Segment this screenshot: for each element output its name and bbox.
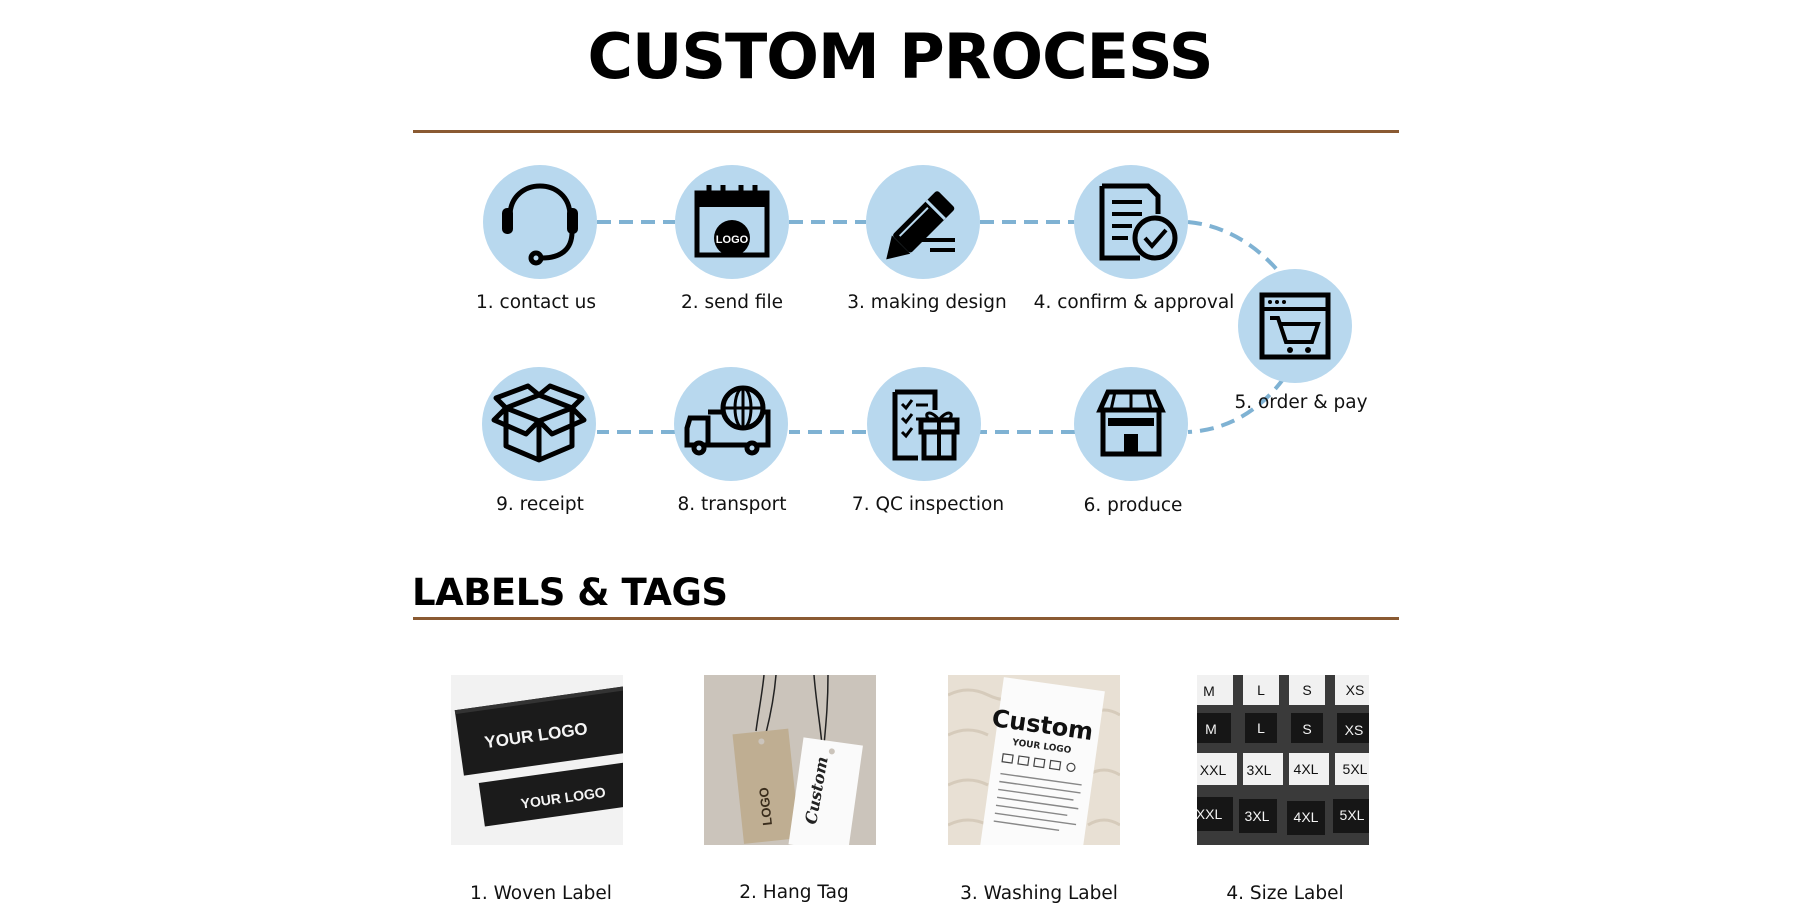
size-text-13: XXL [1197,806,1222,822]
step-label-5: 5. order & pay [1234,392,1368,413]
size-text-9: XXL [1200,762,1227,778]
connector-4-5 [1187,220,1286,280]
tag-label-hang: 2. Hang Tag [739,882,849,903]
step-label-4: 4. confirm & approval [1033,292,1235,313]
size-text-2: L [1257,682,1265,698]
size-text-7: S [1302,721,1311,737]
open-box-icon [491,383,587,463]
globe-truck-icon [684,385,771,456]
step-label-9: 9. receipt [496,494,584,515]
size-label-tiles [1197,675,1369,835]
headset-icon [502,183,578,266]
size-text-16: 5XL [1340,807,1365,823]
size-text-15: 4XL [1294,809,1319,825]
size-text-12: 5XL [1343,761,1368,777]
step-label-6: 6. produce [1083,495,1183,516]
section-divider [413,617,1399,620]
size-text-3: S [1302,682,1311,698]
logo-badge-text: LOGO [716,234,749,246]
process-diagram: LOGO [482,165,1352,481]
hang-tag-image: Custom LOGO [704,675,876,845]
size-text-11: 4XL [1294,761,1319,777]
page-title: CUSTOM PROCESS [587,20,1213,93]
step-label-1: 1. contact us [475,292,597,313]
factory-storefront-icon [1096,389,1166,457]
tag-label-size: 4. Size Label [1226,883,1344,904]
checklist-gift-icon [892,389,960,461]
calendar-logo-icon [694,185,770,258]
shopping-cart-window-icon [1259,292,1331,360]
size-text-14: 3XL [1245,808,1270,824]
step-label-3: 3. making design [847,292,1007,313]
hang-tag-text-logo: LOGO [756,787,775,827]
size-text-1: M [1203,683,1215,699]
woven-label-image: YOUR LOGO YOUR LOGO [451,675,623,845]
size-text-10: 3XL [1247,762,1272,778]
connector-5-6 [1187,376,1286,434]
step-label-7: 7. QC inspection [851,494,1005,515]
tag-label-washing: 3. Washing Label [960,883,1118,904]
title-divider [413,130,1399,133]
size-text-8: XS [1345,722,1364,738]
size-text-6: L [1257,720,1265,736]
size-text-5: M [1205,721,1217,737]
size-label-image: M L S XS M L S XS XXL 3XL 4XL 5XL XXL 3X… [1197,675,1369,845]
washing-label-image: Custom YOUR LOGO [948,675,1120,845]
pencil-icon [886,191,955,260]
step-4-circle [1074,165,1188,279]
process-connectors [597,220,1286,434]
size-text-4: XS [1346,682,1365,698]
step-label-8: 8. transport [677,494,787,515]
step-label-2: 2. send file [680,292,784,313]
tag-label-woven: 1. Woven Label [470,883,612,904]
document-check-icon [1099,183,1178,261]
section-title-labels-tags: LABELS & TAGS [412,571,728,614]
